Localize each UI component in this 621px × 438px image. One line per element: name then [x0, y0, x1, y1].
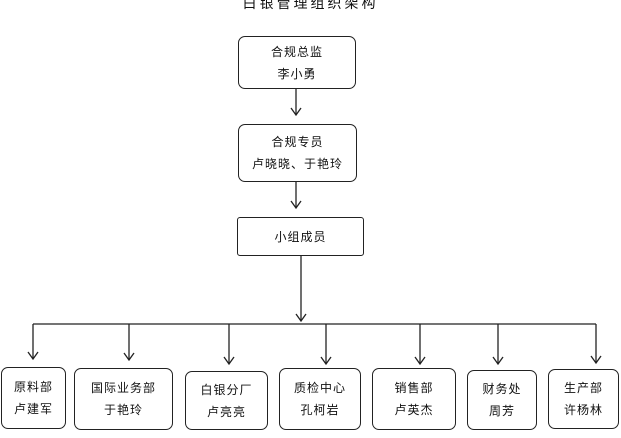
chart-title: 白银管理组织架构	[242, 0, 379, 12]
dept-box-silver-plant: 白银分厂 卢亮亮	[185, 371, 268, 430]
dept-person: 卢亮亮	[206, 404, 246, 419]
specialist-box: 合规专员 卢晓晓、于艳玲	[238, 124, 357, 182]
dept-person: 卢建军	[13, 402, 53, 416]
arrowhead-dept-3	[223, 356, 235, 366]
arrowhead-dept-7	[590, 355, 602, 365]
arrowhead-dept-1	[27, 351, 39, 361]
dept-name: 原料部	[13, 380, 53, 394]
dept-name: 销售部	[394, 381, 434, 395]
dept-person: 于艳玲	[103, 403, 143, 417]
arrowhead-dept-5	[414, 356, 426, 366]
dept-box-sales: 销售部 卢英杰	[372, 368, 456, 430]
dept-name: 白银分厂	[200, 382, 253, 397]
arrowhead-dept-2	[123, 352, 135, 362]
dept-box-finance: 财务处 周芳	[467, 370, 537, 430]
dept-name: 质检中心	[293, 381, 346, 395]
dept-box-qc-center: 质检中心 孔柯岩	[279, 368, 361, 430]
arrowhead-bus	[295, 313, 307, 323]
dept-name: 国际业务部	[90, 381, 156, 395]
arrowhead-dept-4	[320, 356, 332, 366]
dept-name: 财务处	[482, 382, 522, 396]
dept-name: 生产部	[563, 381, 603, 395]
arrowhead-dept-6	[492, 356, 504, 366]
director-name: 李小勇	[277, 66, 317, 81]
director-box: 合规总监 李小勇	[238, 36, 356, 89]
dept-box-production: 生产部 许杨林	[548, 369, 619, 429]
members-title: 小组成员	[274, 229, 327, 244]
director-title: 合规总监	[270, 44, 323, 59]
specialist-title: 合规专员	[271, 135, 324, 149]
specialist-names: 卢晓晓、于艳玲	[251, 157, 343, 171]
dept-person: 孔柯岩	[300, 403, 340, 417]
dept-person: 许杨林	[563, 403, 603, 417]
arrowhead-specialist	[290, 107, 302, 117]
dept-box-international: 国际业务部 于艳玲	[74, 368, 173, 430]
arrowhead-members	[290, 200, 302, 210]
dept-person: 周芳	[488, 404, 515, 418]
dept-box-raw-materials: 原料部 卢建军	[1, 367, 66, 429]
members-box: 小组成员	[237, 217, 364, 256]
dept-person: 卢英杰	[394, 403, 434, 417]
